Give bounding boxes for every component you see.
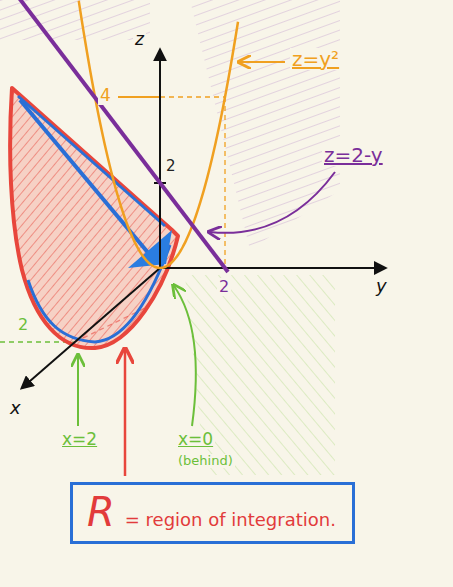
dashed-guide	[224, 97, 225, 268]
axes	[22, 50, 385, 388]
y-axis	[160, 267, 385, 269]
pointer-arrows	[78, 62, 335, 476]
annotation: 2	[217, 278, 231, 296]
purple-hatching	[190, 0, 340, 250]
axis-label: z	[133, 30, 146, 49]
axis-label: x	[8, 398, 23, 418]
tick	[118, 96, 160, 98]
region-r	[10, 88, 178, 348]
annotation: 2	[16, 316, 30, 334]
z-axis	[159, 50, 161, 268]
leader-arrow	[210, 172, 335, 233]
leader-arrow	[77, 356, 79, 426]
annotation: x=2	[60, 430, 99, 449]
purple-hatching	[0, 0, 150, 40]
leader-arrow	[240, 61, 285, 63]
caption-text: = region of integration.	[125, 509, 336, 530]
equation-label: z=y²	[290, 48, 341, 70]
leader-arrow	[124, 350, 127, 476]
region-outline	[10, 88, 178, 348]
region-fill	[10, 88, 178, 348]
plane-line	[0, 0, 228, 272]
equation-label: z=2-y	[322, 144, 385, 166]
dashed-guide	[160, 96, 225, 97]
axis-label: y	[374, 276, 389, 296]
leader-arrow	[174, 286, 196, 426]
x-axis	[22, 268, 160, 388]
caption-box: R = region of integration.	[70, 482, 355, 544]
region-symbol: R	[87, 489, 115, 535]
region-hatch	[10, 88, 178, 348]
annotation: x=0	[176, 430, 215, 449]
annotation: 2	[164, 158, 178, 175]
annotation: 4	[98, 86, 113, 105]
background-hatching	[0, 0, 340, 475]
annotation: (behind)	[176, 454, 235, 468]
parabola-curve	[79, 1, 238, 268]
